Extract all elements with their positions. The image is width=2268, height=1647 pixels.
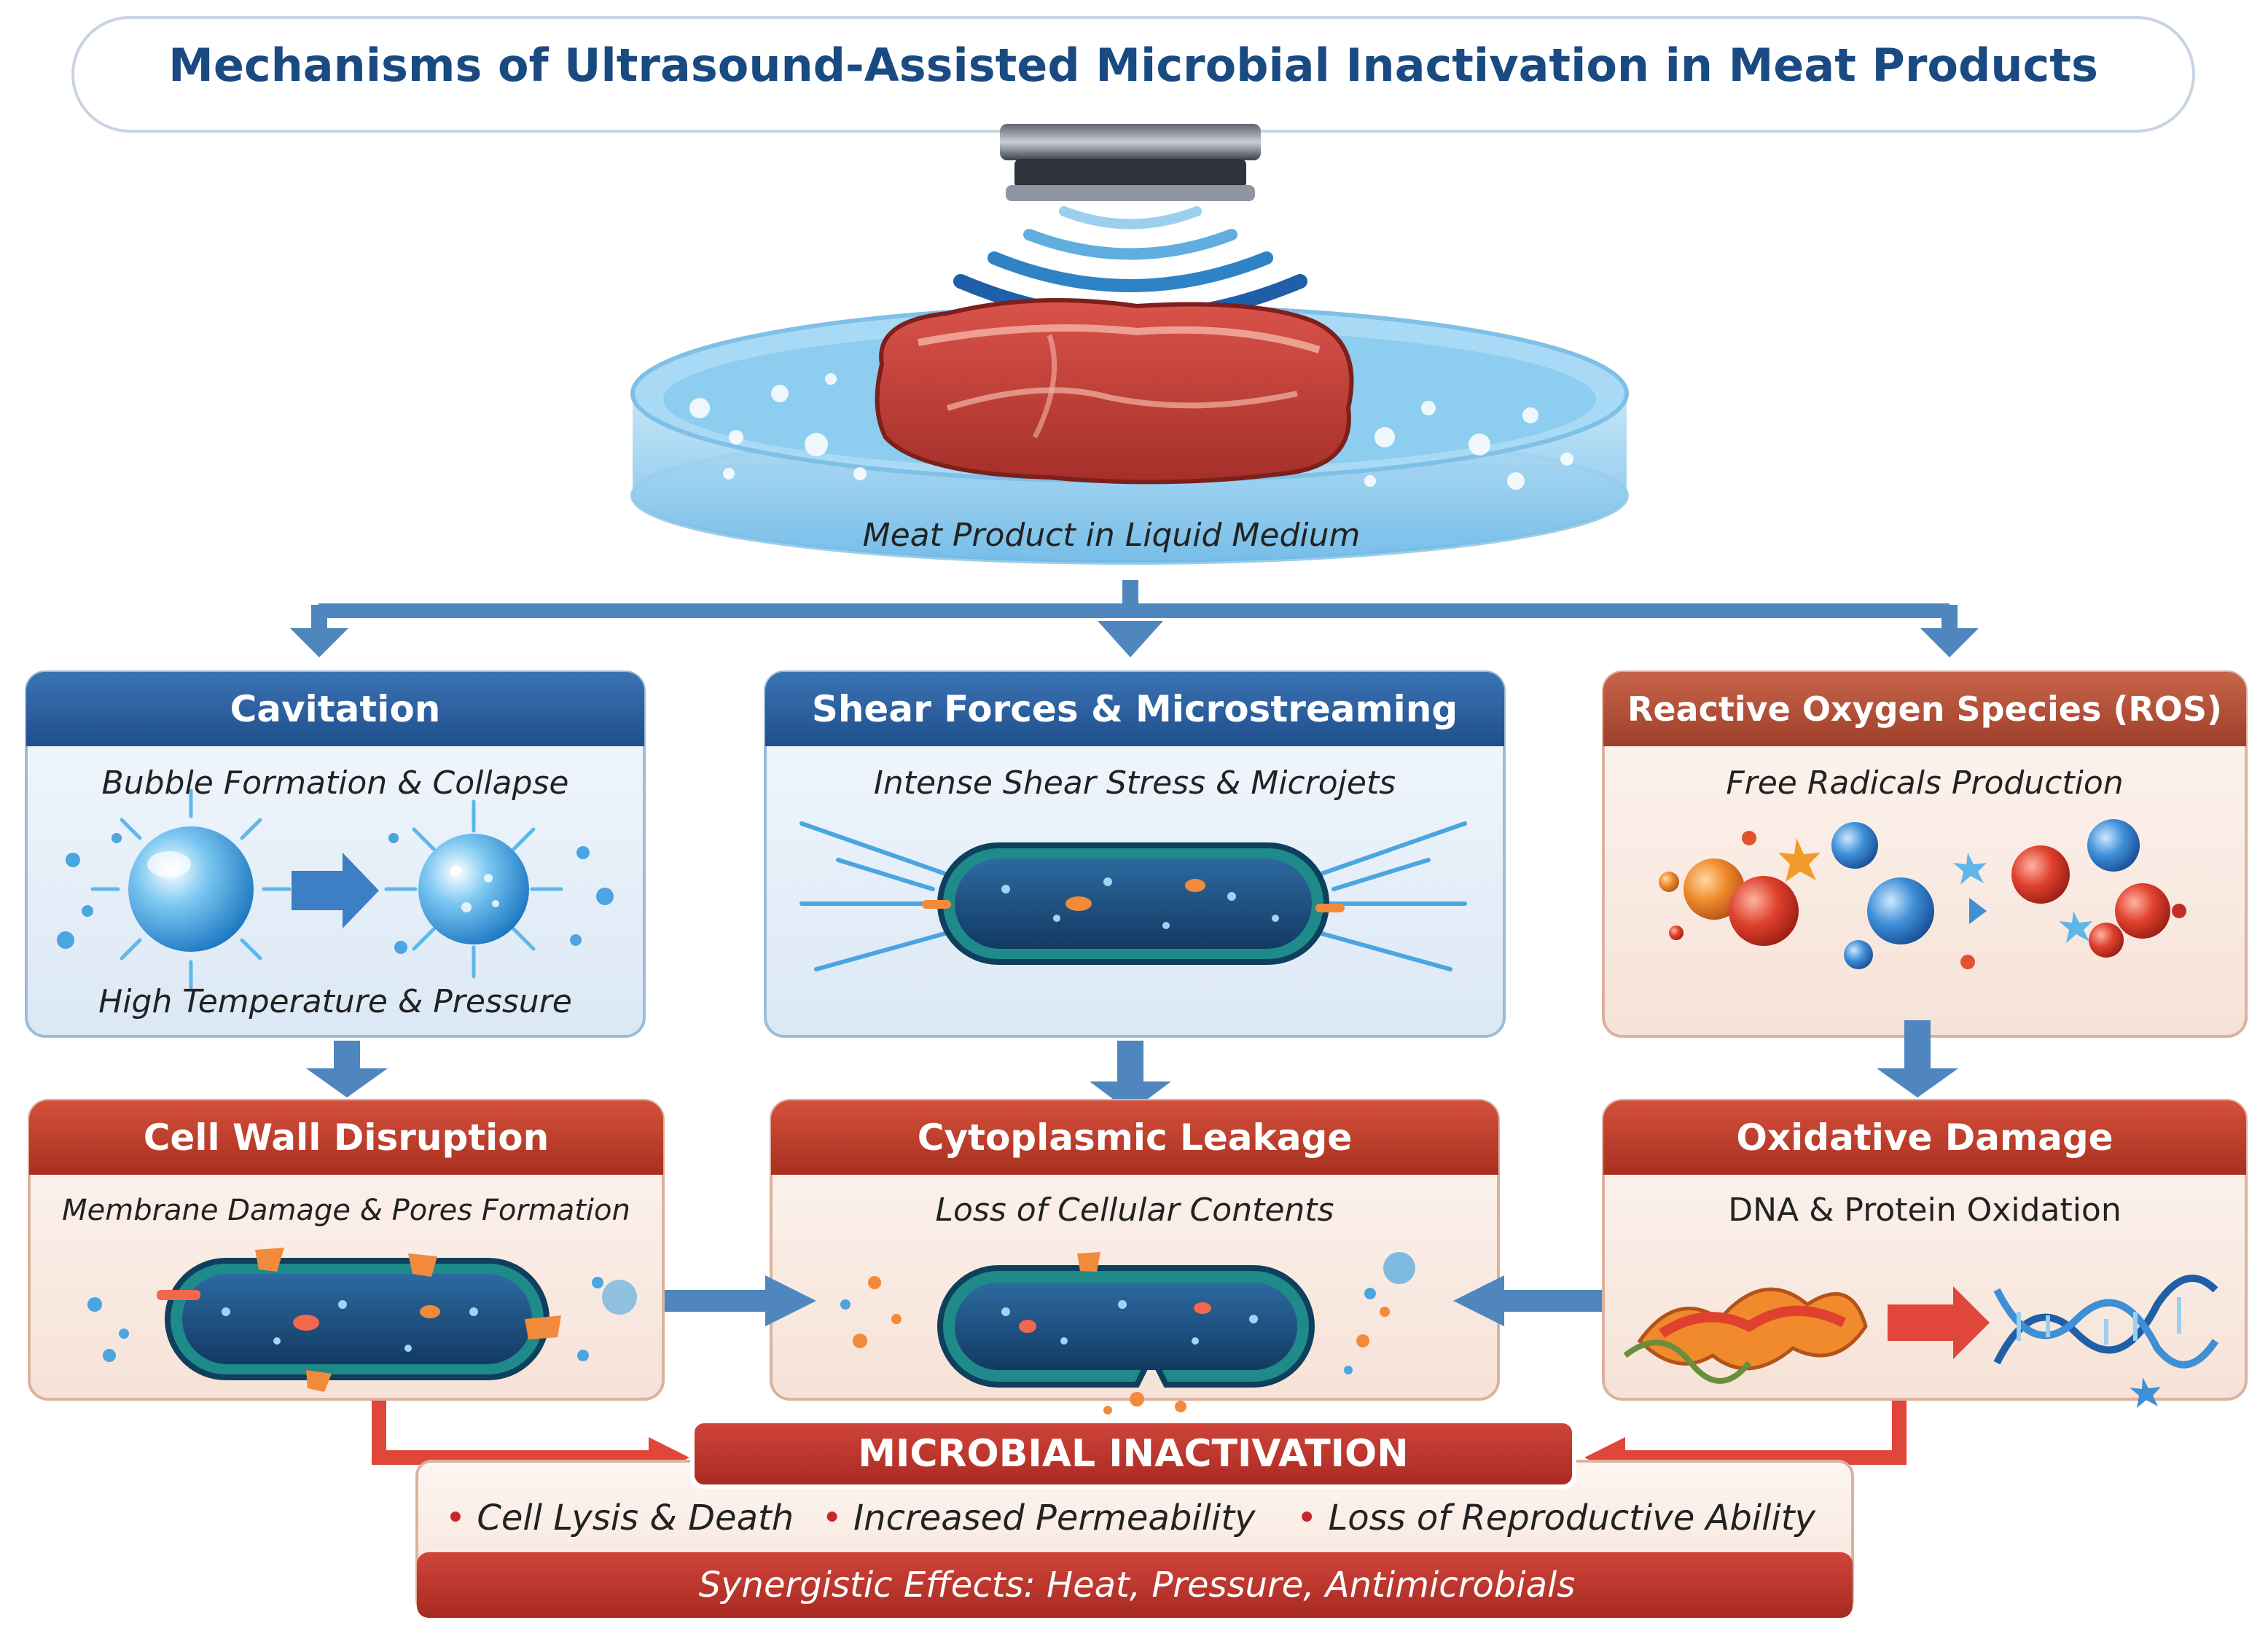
shear-forces-subtitle: Intense Shear Stress & Microjets (873, 764, 1396, 802)
synergistic-effects: Synergistic Effects: Heat, Pressure, Ant… (698, 1565, 1576, 1605)
damaged-cell-icon (87, 1248, 637, 1392)
shear-streams-icon (799, 821, 1467, 971)
microbial-inactivation-box (415, 1419, 1854, 1618)
ros-subtitle: Free Radicals Production (1726, 764, 2124, 802)
bullet-permeability: • Increased Permeability (816, 1493, 1261, 1544)
cavitation-subtitle: Bubble Formation & Collapse (101, 764, 569, 802)
cell-wall-disruption-subtitle: Membrane Damage & Pores Formation (62, 1194, 630, 1227)
bullet-marker: • (821, 1498, 842, 1538)
liquid-droplets-icon (689, 373, 1573, 490)
microbial-inactivation-title: MICROBIAL INACTIVATION (858, 1432, 1409, 1476)
free-radicals-icon (1659, 819, 2186, 969)
medium-label: Meat Product in Liquid Medium (862, 517, 1361, 554)
bullet-cell-lysis: • Cell Lysis & Death (430, 1493, 809, 1544)
meat-product-icon (875, 298, 1354, 485)
water-droplets-icon (57, 833, 614, 954)
cavitation-title: Cavitation (230, 688, 441, 730)
bullet-marker: • (445, 1498, 466, 1538)
oxidative-damage-subtitle: DNA & Protein Oxidation (1728, 1192, 2122, 1229)
shear-forces-title: Shear Forces & Microstreaming (811, 688, 1458, 730)
cytoplasmic-leakage-title: Cytoplasmic Leakage (917, 1116, 1353, 1159)
page-title: Mechanisms of Ultrasound-Assisted Microb… (168, 39, 2098, 92)
bacterium-cell-icon (922, 842, 1345, 965)
cell-wall-disruption-title: Cell Wall Disruption (143, 1116, 550, 1159)
collapsing-bubble-icon (384, 799, 563, 979)
oxidation-arrow-icon (1888, 1286, 1990, 1359)
ultrasound-transducer-icon (1000, 124, 1261, 201)
bubble-collapse-arrow-icon (292, 853, 379, 928)
mechanism-to-effect-arrows (306, 1020, 1958, 1112)
oxidative-damage-title: Oxidative Damage (1736, 1116, 2113, 1159)
bullet-text: Increased Permeability (853, 1498, 1256, 1538)
bullet-reproductive-ability: • Loss of Reproductive Ability (1268, 1493, 1844, 1544)
effect-link-arrows (665, 1275, 1602, 1326)
cavitation-bubble-icon (90, 789, 292, 990)
damaged-protein-icon (1623, 1287, 1868, 1384)
distribution-arrows (290, 580, 1979, 657)
bullet-text: Loss of Reproductive Ability (1328, 1498, 1816, 1538)
leaking-cell-icon (840, 1252, 1415, 1415)
bullet-text: Cell Lysis & Death (477, 1498, 794, 1538)
ros-title: Reactive Oxygen Species (ROS) (1627, 689, 2223, 729)
cytoplasmic-leakage-subtitle: Loss of Cellular Contents (935, 1192, 1334, 1229)
bullet-marker: • (1296, 1498, 1318, 1538)
dna-helix-icon (1993, 1275, 2219, 1408)
cavitation-footer: High Temperature & Pressure (98, 983, 572, 1020)
